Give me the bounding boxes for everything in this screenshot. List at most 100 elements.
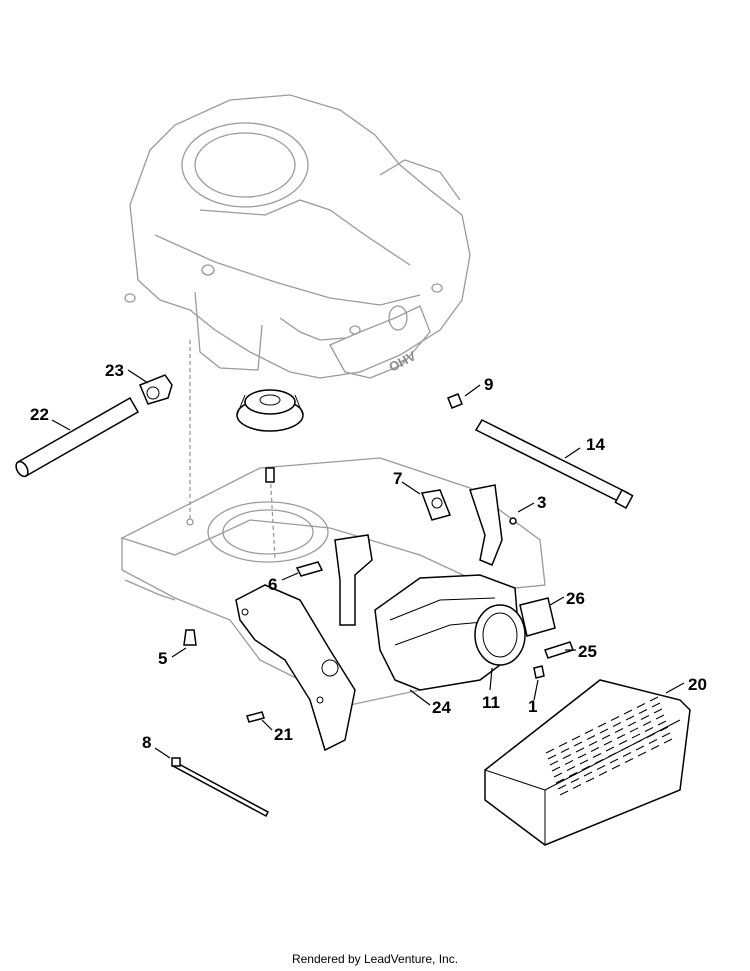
louver-slot [555,778,565,784]
frame-illustration [120,340,546,706]
louver-slot [572,784,582,789]
heat-shield-20 [484,679,691,846]
muffler-24 [374,574,526,691]
louver-slot [570,778,580,783]
louver-slot [646,733,656,738]
callout-22: 22 [30,405,49,424]
louver-slot [571,735,581,741]
engine-illustration: OHV [124,94,471,379]
louver-slot [586,735,596,740]
louver-slot [596,765,606,770]
louver-slot [663,738,673,744]
callout-8: 8 [142,733,151,752]
louver-slot [631,733,641,739]
louver-slot [649,696,659,702]
fitting-23 [139,374,173,405]
louver-slot [653,708,663,714]
callout-labels: 23 22 9 14 7 3 6 26 5 25 11 1 24 20 21 8 [30,361,707,752]
louver-slot [551,766,561,772]
louver-slot [612,722,622,727]
louver-slot [545,748,555,754]
louver-slot [579,759,589,765]
bolts [183,629,545,723]
louver-slot [614,728,624,733]
louver-slot [650,745,660,750]
callout-3: 3 [537,493,546,512]
louver-slot [585,777,595,783]
louver-slot [557,784,567,790]
louver-slot [603,740,613,746]
louver-slot [624,758,634,763]
callout-14: 14 [586,435,605,454]
louver-slot [659,726,669,732]
louver-slot [642,721,652,726]
callout-24: 24 [432,698,451,717]
louver-slot [644,727,654,732]
louver-slot [620,746,630,751]
mount-plate [235,584,356,752]
louver-slot [592,753,602,758]
callout-23: 23 [105,361,124,380]
louver-slot [559,790,569,796]
louver-slot [618,740,628,745]
louver-slot [637,751,647,757]
louver-slot [558,742,568,747]
louver-slot [562,754,572,759]
callout-5: 5 [158,649,167,668]
nut-9 [447,393,463,409]
callout-9: 9 [484,375,493,394]
louver-slot [588,741,598,746]
louver-slot [609,758,619,764]
louver-slot [651,702,661,708]
louver-slot [623,709,633,715]
louver-slot [568,772,578,777]
louver-slot [577,753,587,759]
louver-slot [622,752,632,757]
cable-tie-8 [171,757,269,818]
callout-21: 21 [274,725,293,744]
louver-slot [636,703,646,708]
louver-slot [657,720,667,726]
louver-slot [629,727,639,733]
louver-slot [553,772,563,778]
louver-slot [573,741,583,747]
louver-slot [594,759,604,764]
louver-slot [566,766,576,771]
louver-slot [601,734,611,740]
callout-6: 6 [268,575,277,594]
louver-slot [597,722,607,728]
exhaust-pipe [295,534,373,626]
louver-slot [605,746,615,752]
louver-slot [599,728,609,734]
louver-slot [616,734,626,739]
louver-slot [661,732,671,738]
louver-slot [598,771,608,776]
louver-slot [648,739,658,744]
louver-slot [633,739,643,745]
muffler-bracket [420,484,517,566]
louver-slot [560,748,570,753]
footer-credit: Rendered by LeadVenture, Inc. [291,952,459,966]
pulley [236,389,304,483]
spark-arrestor-26 [519,597,574,659]
callout-1: 1 [528,697,537,716]
louver-slot [583,771,593,777]
heat-shield-louvers [545,696,673,796]
callout-11: 11 [482,693,500,712]
louver-slot [625,715,635,721]
louver-slot [564,760,574,765]
louver-slot [575,747,585,753]
leader-lines [51,369,685,759]
callout-25: 25 [578,642,597,661]
tube-22 [15,396,140,478]
rod-14 [474,419,634,510]
louver-slot [635,745,645,751]
louver-slot [655,714,665,720]
louver-slot [638,709,648,714]
louver-slot [607,752,617,758]
louver-slot [610,716,620,721]
louver-slot [581,765,591,771]
louver-slot [547,754,557,760]
louver-slot [640,715,650,720]
